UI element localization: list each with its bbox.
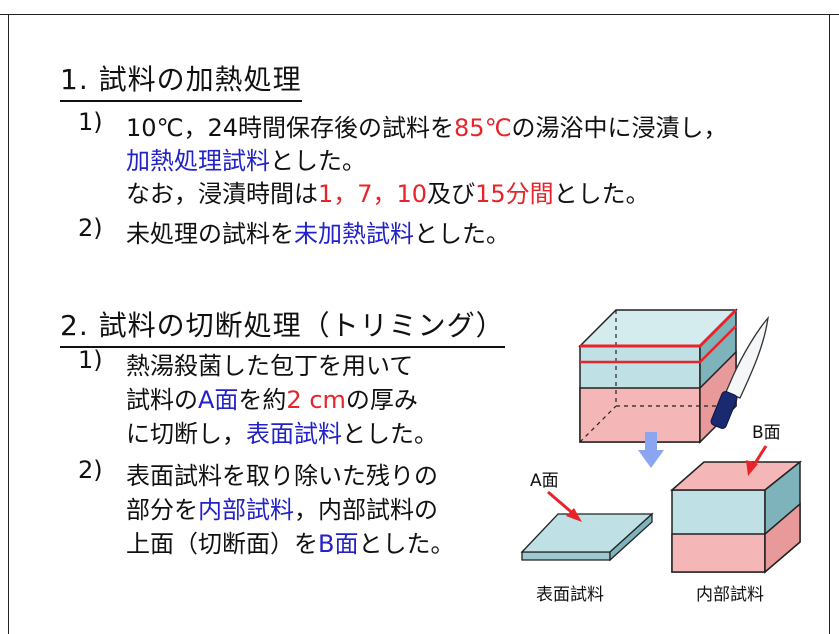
cube-right-lower-pink — [699, 350, 737, 444]
slide-frame-right — [829, 14, 830, 634]
section2-item1-line1: 熱湯殺菌した包丁を用いて — [126, 352, 414, 380]
cube-front-lower-pink — [579, 387, 701, 443]
section2-item1-number: 1) — [78, 346, 103, 374]
section1-item1-line1: 10℃，24時間保存後の試料を85℃の湯浴中に浸漬し， — [126, 114, 728, 142]
section2-item2-line2: 部分を内部試料，内部試料の — [126, 496, 438, 524]
knife-icon — [710, 315, 769, 429]
section1-heading: 1. 試料の加熱処理 — [60, 58, 302, 102]
section2-item2-line1: 表面試料を取り除いた残りの — [126, 462, 438, 490]
section1-item1-line3: なお，浸漬時間は1，7，10及び15分間とした。 — [126, 180, 650, 208]
a-face-label: A面 — [530, 471, 559, 491]
section2-item2-line3: 上面（切断面）をB面とした。 — [126, 530, 455, 558]
section2-item2-number: 2) — [78, 456, 103, 484]
slide-frame-top — [0, 14, 839, 15]
cut-line — [580, 325, 737, 364]
cut-line-upper — [580, 308, 738, 348]
hidden-edge-diagonal — [579, 405, 617, 443]
surface-sample-label: 表面試料 — [536, 585, 604, 605]
section2-heading: 2. 試料の切断処理（トリミング） — [60, 304, 505, 348]
whole-sample-cube — [578, 308, 738, 444]
down-arrow-icon — [638, 432, 664, 468]
inner-sample-label: 内部試料 — [696, 585, 764, 605]
slide-frame-left — [8, 14, 9, 634]
b-face-arrow — [746, 445, 768, 476]
surface-sample-slab — [520, 512, 654, 562]
inner-sample-cube — [670, 460, 803, 574]
section2-item1-line2: 試料のA面を約2 cmの厚み — [126, 386, 418, 414]
a-face-arrow — [547, 490, 582, 522]
section2-item1-line3: に切断し，表面試料とした。 — [126, 420, 438, 448]
section1-item2-line1: 未処理の試料を未加熱試料とした。 — [126, 220, 510, 248]
section1-item1-number: 1) — [78, 108, 103, 136]
section1-item1-line2: 加熱処理試料とした。 — [126, 147, 366, 175]
section1-item2-number: 2) — [78, 214, 103, 242]
b-face-label: B面 — [752, 423, 781, 443]
